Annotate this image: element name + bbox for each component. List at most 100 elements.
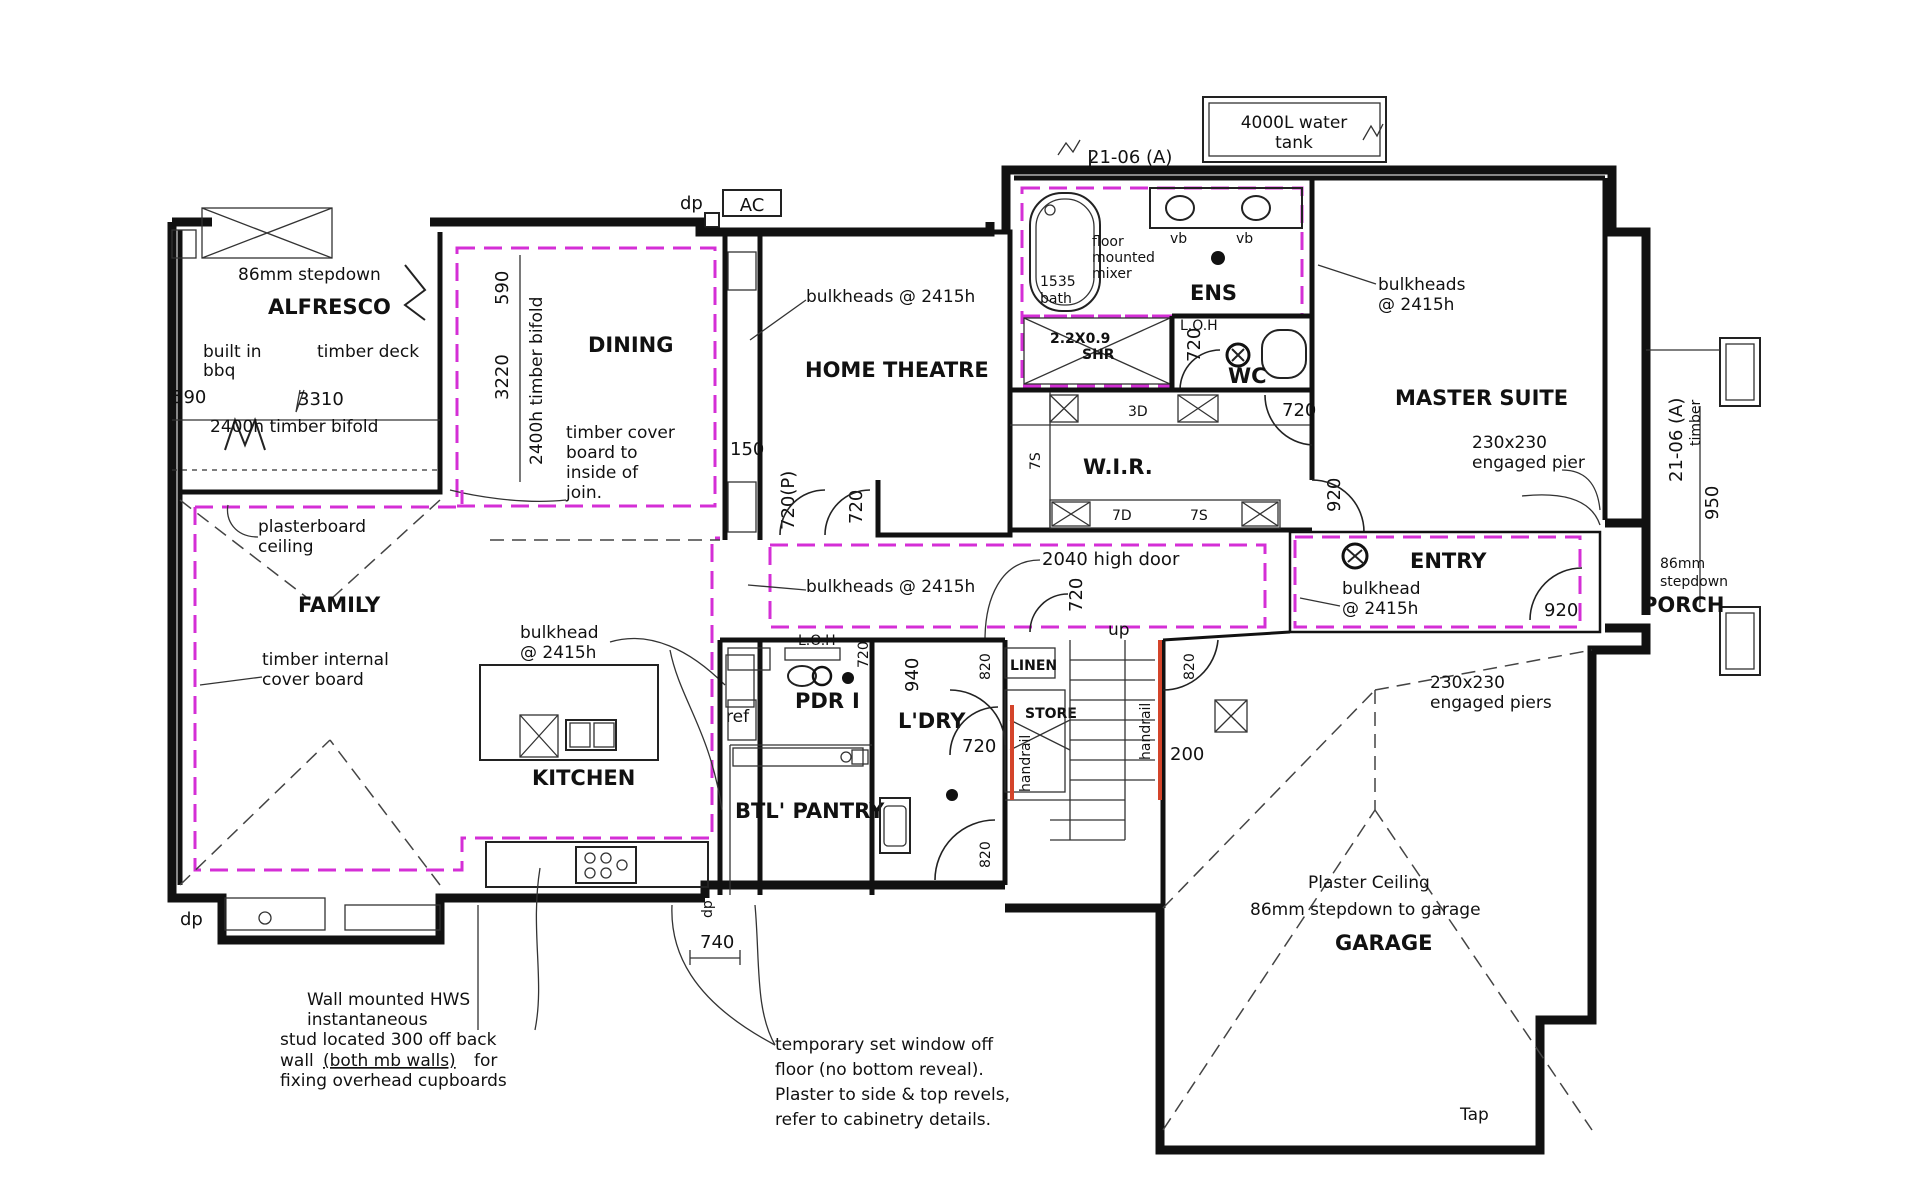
note-floor-mixer-3: mixer: [1092, 266, 1132, 282]
note-timber-deck: timber deck: [317, 342, 419, 362]
water-tank-label-2: tank: [1275, 133, 1313, 153]
note-door-2040: 2040 high door: [1042, 549, 1180, 570]
note-shower-size: 2.2X0.9: [1050, 331, 1110, 347]
loh-pdr: L.O.H: [798, 633, 836, 649]
dim-720-ldry: 720: [962, 736, 996, 757]
shelf-3d: 3D: [1128, 404, 1148, 420]
staircase: [1005, 640, 1155, 841]
note-bifold-vertical: 2400h timber bifold: [527, 297, 547, 465]
note-hws-2: instantaneous: [307, 1010, 428, 1030]
dim-820-ldry: 820: [978, 653, 994, 680]
water-tank-label-1: 4000L water: [1241, 113, 1348, 133]
room-pdr: PDR: [795, 689, 844, 713]
ac-label: AC: [740, 195, 765, 216]
note-piers-garage-1: 230x230: [1430, 673, 1505, 693]
elevation-marker-top: 21-06 (A): [1088, 147, 1172, 168]
room-master-suite: MASTER SUITE: [1395, 386, 1568, 410]
shelf-7s-side: 7S: [1028, 452, 1044, 470]
note-window-3: Plaster to side & top revels,: [775, 1085, 1010, 1105]
note-timber-porch: timber: [1688, 399, 1704, 446]
dim-720p: 720(P): [778, 471, 799, 530]
note-hws-5: fixing overhead cupboards: [280, 1071, 507, 1091]
note-plaster-garage-2: 86mm stepdown to garage: [1250, 900, 1481, 920]
downpipe-label-top: dp: [680, 193, 703, 214]
dim-920-master: 920: [1324, 478, 1345, 512]
room-linen: LINEN: [1010, 658, 1057, 674]
room-ldry: L'DRY: [898, 709, 966, 733]
svg-text:I: I: [852, 689, 860, 713]
dim-3220: 3220: [492, 354, 513, 400]
note-cover-internal-2: cover board: [262, 670, 364, 690]
label-up: up: [1108, 620, 1130, 640]
note-stepdown-porch-1: 86mm: [1660, 556, 1705, 572]
shelf-7d: 7D: [1112, 508, 1132, 524]
porch-planter-bottom: [1719, 606, 1761, 676]
vanity: [1149, 187, 1303, 229]
ac-unit: [722, 189, 782, 217]
dim-590-alfresco: 590: [172, 387, 206, 408]
note-cover-board-4: join.: [565, 483, 602, 503]
bulkhead-outline-hall: [768, 543, 1267, 629]
note-plaster-garage-1: Plaster Ceiling: [1308, 873, 1430, 893]
floor-waste-ens: [1211, 251, 1225, 265]
note-piers-garage-2: engaged piers: [1430, 693, 1552, 713]
dim-590-dining: 590: [492, 271, 513, 305]
dim-720-pdr: 720: [856, 641, 872, 668]
room-entry: ENTRY: [1410, 549, 1487, 573]
note-hws-1: Wall mounted HWS: [307, 990, 470, 1010]
label-ref: ref: [726, 707, 750, 727]
note-kitchen-bulkhead-1: bulkhead: [520, 623, 599, 643]
dim-950: 950: [1702, 486, 1723, 520]
note-bulkheads-theatre: bulkheads @ 2415h: [806, 287, 975, 307]
note-plasterboard-2: ceiling: [258, 537, 314, 557]
note-floor-mixer-2: mounted: [1092, 250, 1155, 266]
vanity-basin-1: vb: [1170, 231, 1187, 247]
bulkhead-outline-shower: [1020, 314, 1174, 388]
note-hws-4b: (both mb walls): [323, 1051, 456, 1071]
fridge-space: [725, 654, 755, 708]
room-home-theatre: HOME THEATRE: [805, 358, 989, 382]
bulkhead-outline-family: [195, 490, 464, 509]
dim-940: 940: [902, 658, 923, 692]
room-wir: W.I.R.: [1083, 455, 1153, 479]
dim-200: 200: [1170, 744, 1204, 765]
note-cover-board-1: timber cover: [566, 423, 675, 443]
note-bulkheads-master-2: @ 2415h: [1378, 295, 1454, 315]
label-tap: Tap: [1459, 1105, 1489, 1125]
note-handrail-right: handrail: [1138, 703, 1154, 760]
note-cover-board-2: board to: [566, 443, 638, 463]
dim-720-hall: 720: [1066, 578, 1087, 612]
elevation-marker-right: 21-06 (A): [1666, 398, 1687, 482]
room-kitchen: KITCHEN: [532, 766, 635, 790]
dim-920-entry: 920: [1544, 600, 1578, 621]
dim-3310: 3310: [298, 389, 344, 410]
label-dp-bottom: dp: [700, 900, 716, 918]
note-bbq-2: bbq: [203, 361, 235, 381]
room-family: FAMILY: [298, 593, 381, 617]
note-bbq-1: built in: [203, 342, 262, 362]
alfresco-area: [171, 207, 440, 471]
room-wc: WC: [1228, 364, 1267, 388]
room-alfresco: ALFRESCO: [268, 295, 391, 319]
note-kitchen-bulkhead-2: @ 2415h: [520, 643, 596, 663]
note-bifold-2400: 2400h timber bifold: [210, 417, 378, 437]
note-floor-mixer-1: floor: [1092, 234, 1124, 250]
kitchen-bench: [485, 841, 709, 888]
room-ens: ENS: [1190, 281, 1237, 305]
note-bulkheads-hall: bulkheads @ 2415h: [806, 577, 975, 597]
note-hws-4a: wall: [280, 1051, 314, 1071]
loh-wc: L.O.H: [1180, 318, 1218, 334]
note-cover-board-3: inside of: [566, 463, 639, 483]
note-hws-4c: for: [474, 1051, 497, 1071]
room-btl-pantry: BTL' PANTRY: [735, 799, 885, 823]
note-handrail-left: handrail: [1018, 735, 1034, 792]
note-window-1: temporary set window off: [775, 1035, 994, 1055]
downpipe-label-bottom: dp: [180, 909, 203, 930]
note-shower: SHR: [1082, 347, 1115, 363]
dim-720-theatre: 720: [846, 490, 867, 524]
kitchen-island: [479, 664, 659, 761]
dim-150: 150: [730, 439, 764, 460]
note-window-2: floor (no bottom reveal).: [775, 1060, 984, 1080]
note-bulkheads-master-1: bulkheads: [1378, 275, 1466, 295]
